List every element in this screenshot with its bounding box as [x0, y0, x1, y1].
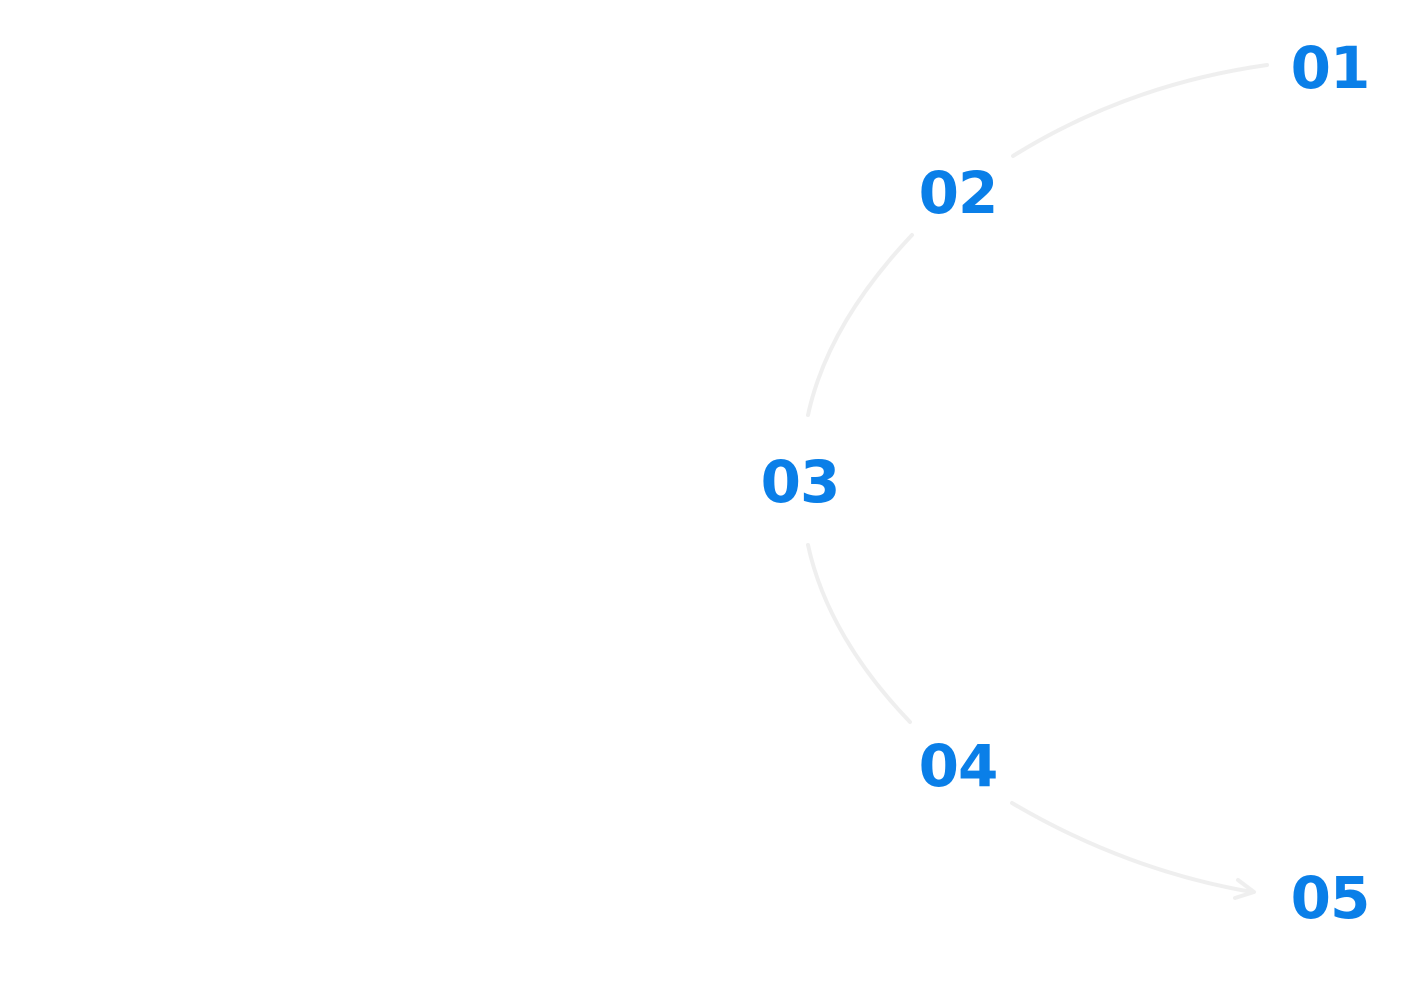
step-number-01: 01	[1290, 34, 1371, 102]
step-number-03: 03	[760, 448, 841, 516]
connector-04-05	[1010, 801, 1254, 894]
connector-03-04	[806, 543, 912, 724]
step-number-04: 04	[918, 732, 999, 800]
connector-01-02	[1011, 63, 1269, 158]
step-number-02: 02	[918, 159, 999, 227]
connector-02-03	[806, 233, 914, 417]
arrowhead-icon	[1233, 878, 1256, 900]
step-number-05: 05	[1290, 864, 1371, 932]
